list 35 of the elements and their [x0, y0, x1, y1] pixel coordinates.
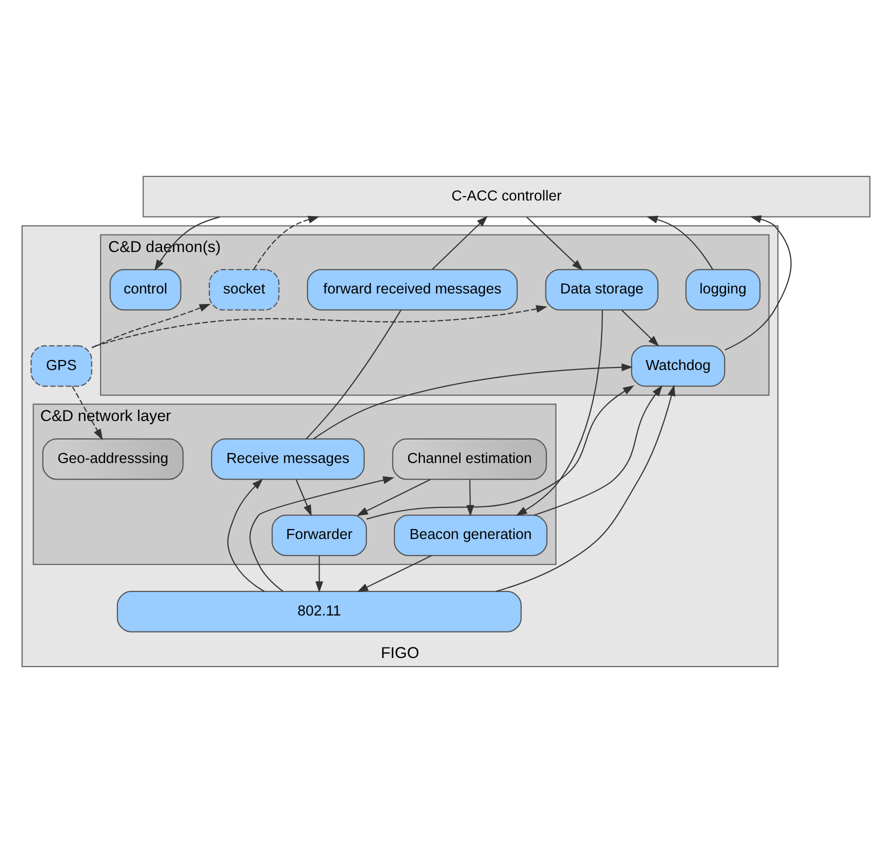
node-box: C-ACC controller [142, 176, 870, 218]
arrow [296, 479, 312, 516]
arrow [227, 478, 265, 592]
arrow [432, 216, 488, 270]
arrow [92, 305, 548, 348]
arrow [313, 363, 633, 440]
arrow [253, 216, 320, 270]
arrow [92, 304, 211, 348]
node-box: Geo-addresssing [42, 438, 184, 480]
node-box: Beacon generation [394, 514, 548, 556]
node-box: Forwarder [272, 514, 367, 556]
arrow [516, 310, 603, 516]
arrow [496, 384, 676, 592]
node-box: 802.11 [116, 590, 522, 632]
node-box: socket [208, 269, 280, 310]
connector [306, 310, 402, 440]
node-box: control [110, 269, 182, 310]
arrow [315, 556, 324, 593]
arrow [466, 480, 474, 516]
arrow [249, 476, 394, 592]
arrow [72, 386, 103, 440]
arrow [622, 310, 660, 346]
node-box: Watchdog [631, 345, 726, 387]
arrow [646, 216, 714, 270]
arrow [356, 478, 431, 516]
node-box: logging [685, 269, 761, 310]
node-box: GPS [30, 345, 92, 387]
arrow [366, 385, 634, 520]
node-box: forward received messages [306, 269, 518, 310]
node-box: Receive messages [211, 438, 365, 480]
arrow [534, 385, 663, 516]
node-box: Channel estimation [392, 438, 547, 480]
arrow [724, 215, 792, 350]
node-box: Data storage [545, 269, 658, 310]
arrow [356, 555, 432, 592]
